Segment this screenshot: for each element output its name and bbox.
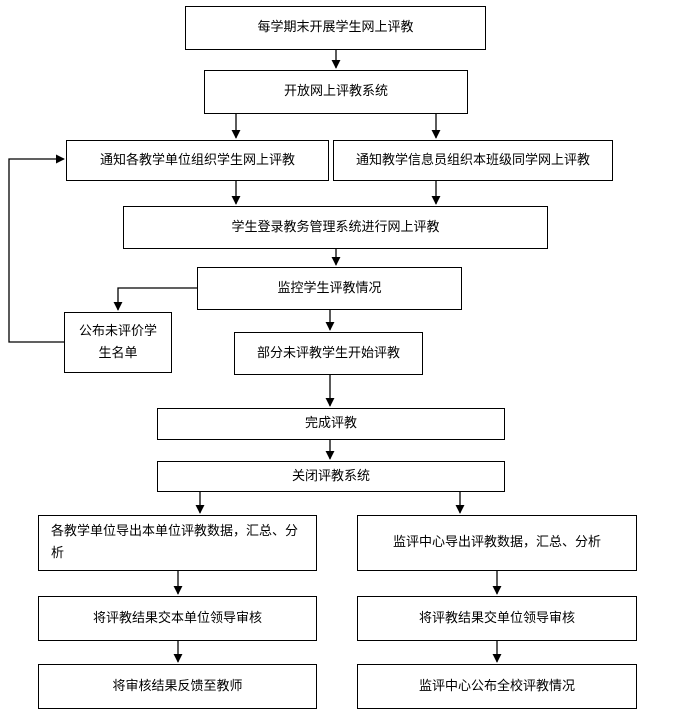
node-student-login: 学生登录教务管理系统进行网上评教 (123, 206, 548, 249)
node-student-login-label: 学生登录教务管理系统进行网上评教 (231, 219, 440, 235)
node-unit-review-label: 将评教结果交本单位领导审核 (92, 610, 262, 626)
node-unit-export: 各教学单位导出本单位评教数据，汇总、分析 (38, 515, 317, 571)
node-monitor-label: 监控学生评教情况 (277, 280, 382, 296)
node-complete-label: 完成评教 (304, 416, 357, 431)
node-center-publish-label: 监评中心公布全校评教情况 (418, 678, 575, 694)
arrow-publish-loop-back (8, 154, 65, 343)
node-open-system-label: 开放网上评教系统 (283, 84, 388, 99)
node-close-system-label: 关闭评教系统 (291, 468, 370, 484)
node-unit-export-label: 各教学单位导出本单位评教数据，汇总、分析 (51, 524, 299, 561)
node-open-system: 开放网上评教系统 (204, 70, 468, 114)
node-complete: 完成评教 (157, 408, 505, 440)
node-partial-start: 部分未评教学生开始评教 (234, 332, 423, 375)
node-feedback-label: 将审核结果反馈至教师 (112, 678, 243, 694)
node-unit-review: 将评教结果交本单位领导审核 (38, 596, 317, 641)
node-notify-info: 通知教学信息员组织本班级同学网上评教 (333, 140, 613, 181)
node-notify-info-label: 通知教学信息员组织本班级同学网上评教 (355, 152, 590, 168)
node-center-publish: 监评中心公布全校评教情况 (357, 664, 637, 709)
node-monitor: 监控学生评教情况 (197, 267, 462, 310)
node-close-system: 关闭评教系统 (157, 461, 505, 492)
node-center-export-label: 监评中心导出评教数据，汇总、分析 (392, 535, 601, 550)
node-publish-list-label: 公布未评价学生名单 (78, 323, 157, 361)
node-publish-list: 公布未评价学生名单 (64, 312, 172, 373)
node-partial-start-label: 部分未评教学生开始评教 (256, 345, 400, 361)
node-center-review-label: 将评教结果交单位领导审核 (418, 610, 575, 626)
node-start: 每学期末开展学生网上评教 (185, 6, 486, 50)
node-center-export: 监评中心导出评教数据，汇总、分析 (357, 515, 637, 571)
node-feedback: 将审核结果反馈至教师 (38, 664, 317, 709)
node-notify-units: 通知各教学单位组织学生网上评教 (66, 140, 329, 181)
node-notify-units-label: 通知各教学单位组织学生网上评教 (99, 152, 295, 168)
node-start-label: 每学期末开展学生网上评教 (257, 20, 414, 35)
node-center-review: 将评教结果交单位领导审核 (357, 596, 637, 641)
arrow-monitor-to-publish (113, 287, 197, 311)
